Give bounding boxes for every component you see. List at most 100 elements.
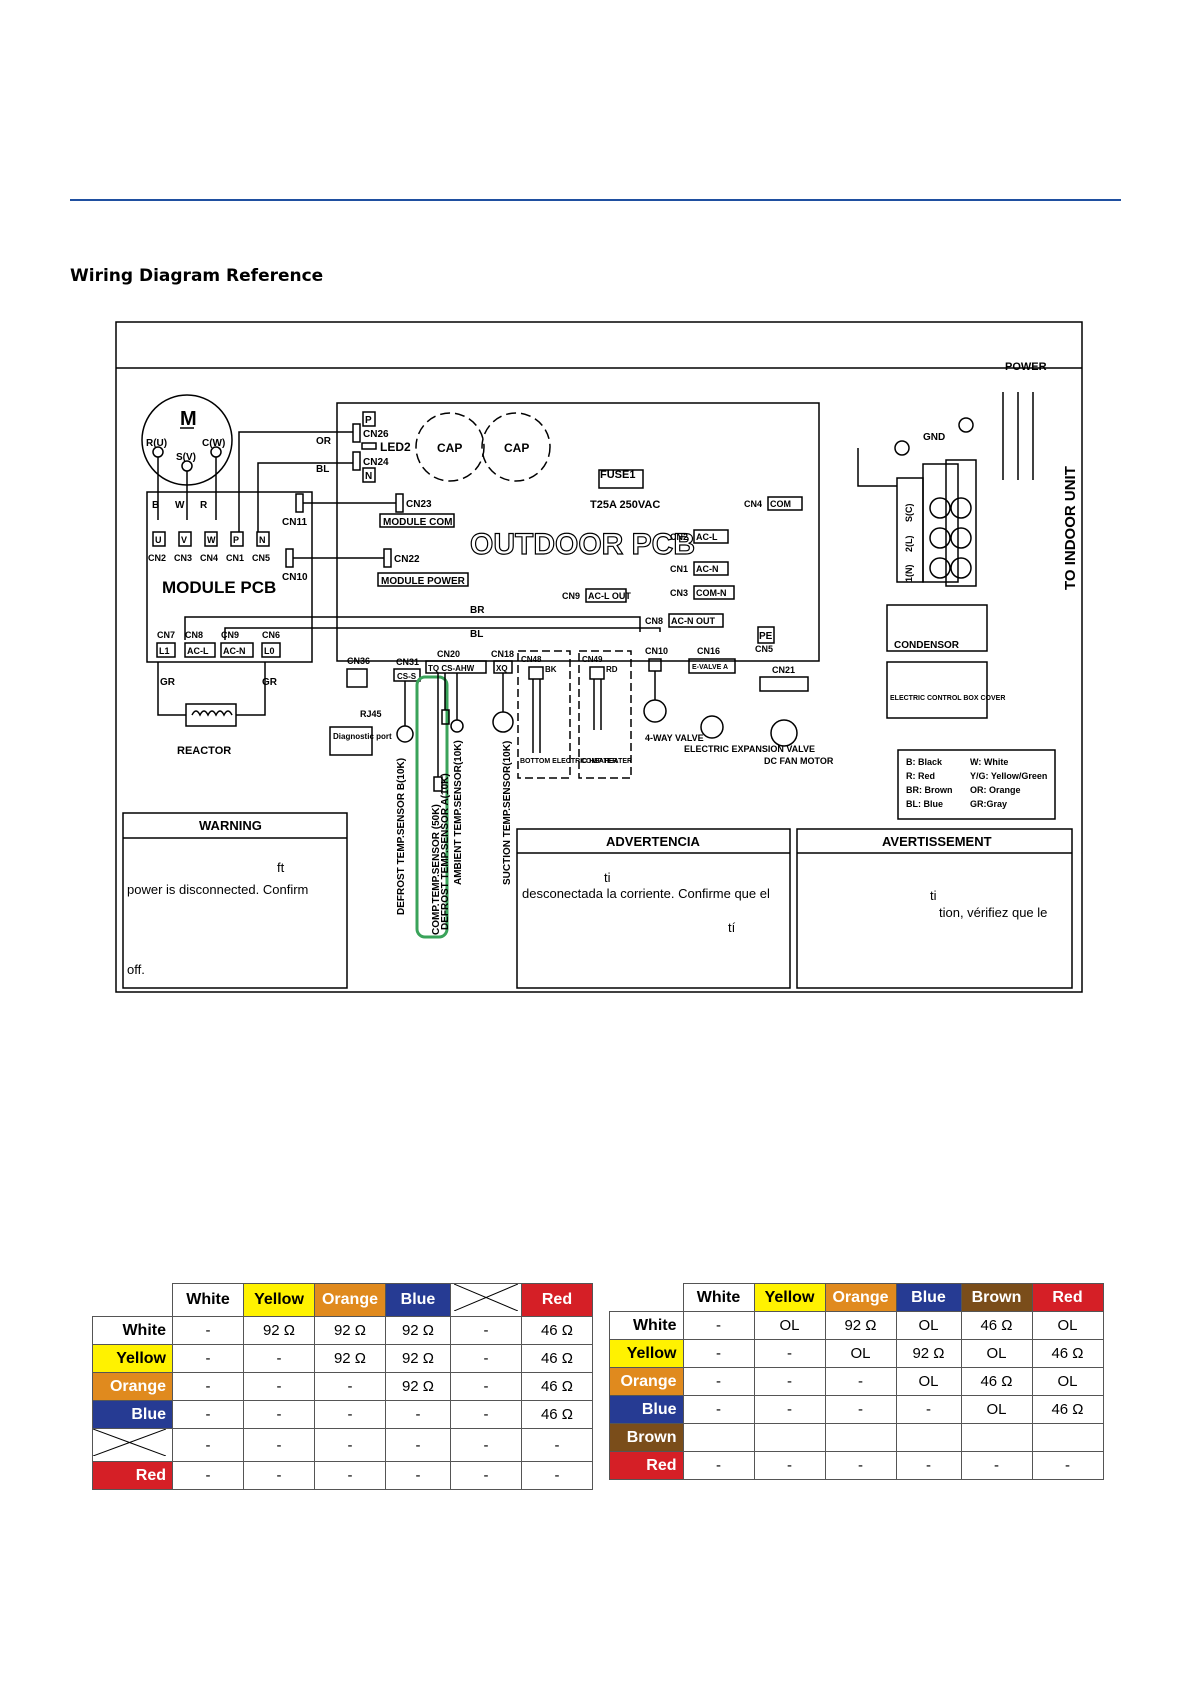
sensor-label-1: COMP.TEMP.SENSOR (50K) — [431, 804, 442, 935]
crossed-row-header — [92, 1428, 173, 1462]
table-cell: - — [960, 1451, 1033, 1480]
terminal-label-1: 2(L) — [904, 536, 914, 553]
four-way-valve-label: 4-WAY VALVE — [645, 733, 704, 743]
legend-item-1-0: R: Red — [906, 771, 935, 781]
table-cell: - — [682, 1311, 755, 1340]
table-cell: - — [753, 1367, 826, 1396]
table-row: Brown — [609, 1423, 1104, 1452]
motor-ru-label: R(U) — [146, 438, 167, 449]
cap-icon-2 — [481, 412, 551, 482]
right-conn-pin-0: COM — [770, 499, 791, 509]
n-label: N — [365, 471, 372, 482]
module-pin-label-3: P — [233, 535, 239, 545]
module-pin-cn-2: CN4 — [200, 553, 218, 563]
ground-icon — [958, 417, 974, 433]
module-pin-3 — [230, 531, 244, 547]
col-header: Blue — [385, 1283, 451, 1317]
cross-icon — [453, 1283, 519, 1312]
terminal-screw-out-icon-2 — [950, 557, 972, 579]
table-cell: OL — [824, 1339, 897, 1368]
module-bottom-pin-label-3: L0 — [264, 646, 275, 656]
legend-item-0-1: W: White — [970, 757, 1008, 767]
table-cell: OL — [1031, 1311, 1104, 1340]
terminal-screw-icon-2 — [929, 557, 951, 579]
module-pin-cn-0: CN2 — [148, 553, 166, 563]
right-conn-cn-2: CN1 — [670, 564, 688, 574]
module-bottom-pin-2 — [220, 642, 254, 658]
header-rule — [70, 199, 1121, 201]
advertencia-line-3: tí — [728, 920, 736, 935]
table-cell: 46 Ω — [960, 1367, 1033, 1396]
warning-line-2: power is disconnected. Confirm — [127, 882, 308, 897]
motor-m-label: M — [180, 408, 197, 430]
fan-motor-icon — [770, 719, 798, 747]
table-cell: OL — [960, 1395, 1033, 1424]
reactor-label: REACTOR — [177, 745, 231, 757]
table-cell: - — [172, 1461, 244, 1490]
row-header: White — [92, 1316, 173, 1345]
table-row: Red------ — [92, 1461, 593, 1490]
wire-code-bl-2: BL — [470, 629, 483, 640]
module-bottom-pin-label-1: AC-L — [187, 646, 209, 656]
table-cell: OL — [1031, 1367, 1104, 1396]
module-pin-1 — [178, 531, 192, 547]
fan-motor-label: DC FAN MOTOR — [764, 756, 834, 766]
row-header: Brown — [609, 1423, 684, 1452]
cn22-label: CN22 — [394, 554, 420, 565]
table-cell: - — [243, 1461, 315, 1490]
table-cell: - — [450, 1372, 522, 1401]
col-header: Brown — [960, 1283, 1033, 1312]
col-header: Red — [1031, 1283, 1104, 1312]
table-cell: 46 Ω — [521, 1372, 593, 1401]
wire-code-or: OR — [316, 436, 332, 447]
table-cell: - — [385, 1428, 451, 1462]
cn26-label: CN26 — [363, 429, 389, 440]
module-pin-cn-3: CN1 — [226, 553, 244, 563]
condensor-box — [886, 604, 988, 652]
table-cell: 92 Ω — [243, 1316, 315, 1345]
table-cell: - — [753, 1395, 826, 1424]
module-pcb — [146, 491, 313, 663]
table-cell: 92 Ω — [385, 1316, 451, 1345]
table-cell: OL — [960, 1339, 1033, 1368]
module-pin-cn-4: CN5 — [252, 553, 270, 563]
terminal-label-2: 1(N) — [904, 564, 914, 582]
table-cell: 46 Ω — [1031, 1339, 1104, 1368]
rj45-label: RJ45 — [360, 709, 382, 719]
outdoor-pcb-title: OUTDOOR PCB — [470, 528, 695, 561]
sensor-label-0: DEFROST TEMP.SENSOR B(10K) — [396, 758, 407, 915]
table-cell: - — [682, 1367, 755, 1396]
module-pin-label-0: U — [155, 535, 162, 545]
cn16-pin: E-VALVE A — [692, 664, 728, 671]
color-legend — [897, 749, 1056, 820]
table-cell: - — [385, 1400, 451, 1429]
right-conn-1 — [693, 529, 729, 544]
right-conn-pin-3: COM-N — [696, 588, 727, 598]
cn31-label: CN31 — [396, 657, 419, 667]
module-pcb-title: MODULE PCB — [162, 578, 276, 597]
table-cell — [1031, 1423, 1104, 1452]
table-cell: - — [172, 1400, 244, 1429]
sensor-label-2: DEFROST TEMP.SENSOR A(10K) — [440, 773, 451, 930]
table-cell: 92 Ω — [824, 1311, 897, 1340]
expansion-valve-icon — [700, 715, 724, 739]
legend-item-3-1: GR:Gray — [970, 799, 1007, 809]
table-cell: - — [243, 1400, 315, 1429]
cross-icon — [92, 1428, 167, 1457]
table-cell: - — [895, 1451, 962, 1480]
module-bottom-pin-0 — [156, 642, 176, 658]
table-cell: - — [753, 1339, 826, 1368]
col-header: Yellow — [243, 1283, 315, 1317]
row-header: White — [609, 1311, 684, 1340]
legend-item-3-0: BL: Blue — [906, 799, 943, 809]
col-header: White — [682, 1283, 755, 1312]
box-cover-label: ELECTRIC CONTROL BOX COVER — [890, 695, 1005, 702]
section-title: Wiring Diagram Reference — [70, 266, 324, 286]
wire-code-b: B — [152, 500, 159, 511]
table-cell: - — [172, 1372, 244, 1401]
fuse-rating: T25A 250VAC — [590, 499, 660, 511]
table-row: Orange---92 Ω-46 Ω — [92, 1372, 593, 1401]
col-header: Red — [521, 1283, 593, 1317]
